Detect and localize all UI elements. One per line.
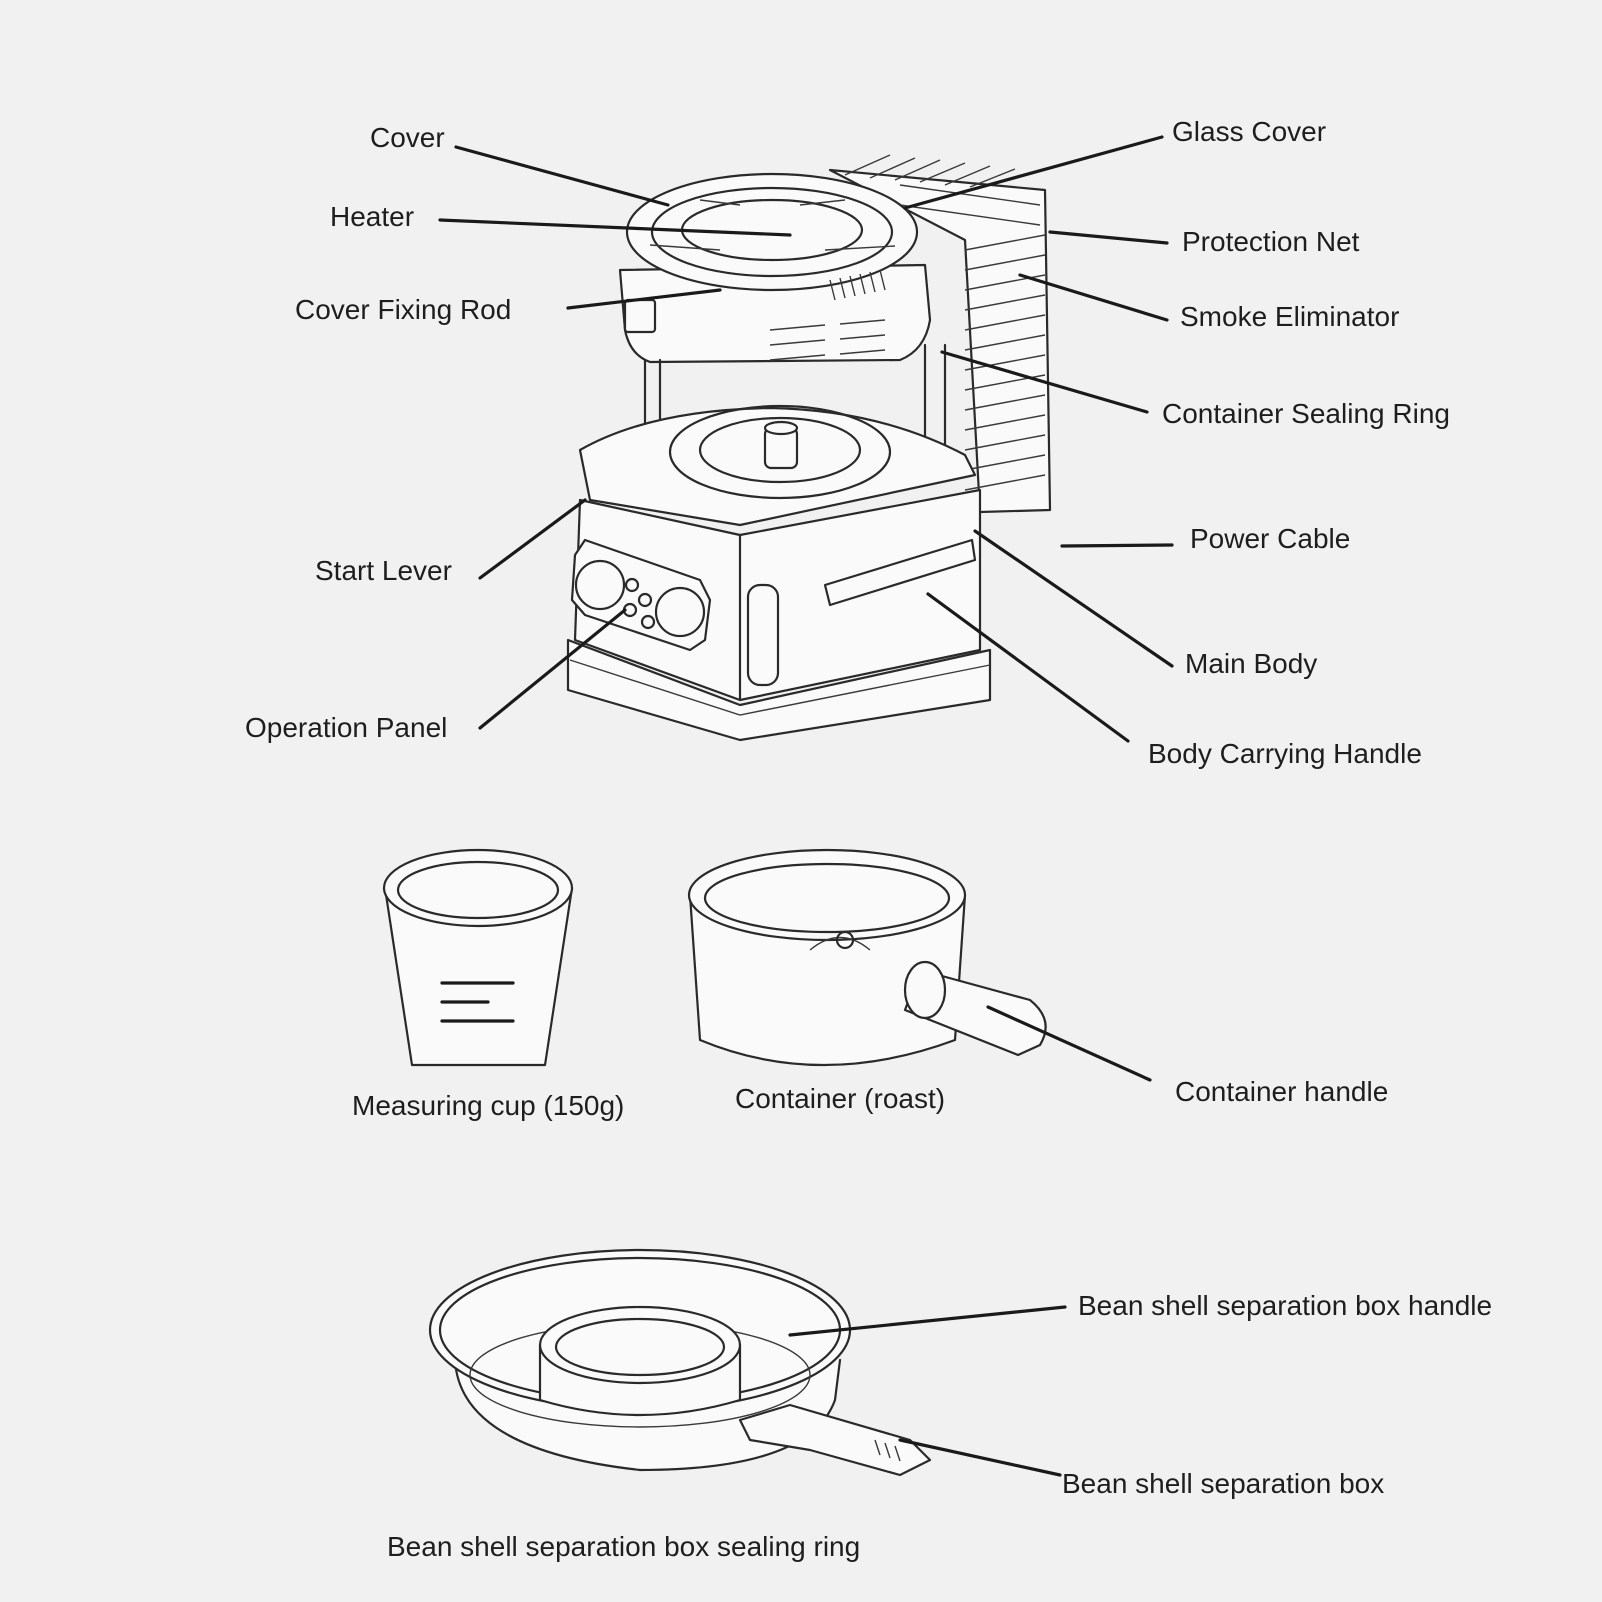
label-bean-shell-box: Bean shell separation box [1062, 1468, 1385, 1499]
label-measuring-cup: Measuring cup (150g) [352, 1090, 625, 1121]
leader-cover-fixing-rod [566, 288, 722, 310]
leader-bean-shell-box-handle [788, 1305, 1067, 1337]
cover-housing [618, 172, 932, 364]
bean-shell-box-graphic [428, 1248, 932, 1477]
leader-lines [438, 135, 1174, 1477]
leader-body-carrying-handle [926, 592, 1130, 743]
leader-power-cable [1060, 543, 1174, 548]
label-bean-shell-box-handle: Bean shell separation box handle [1078, 1290, 1493, 1321]
operation-panel-graphic [570, 538, 712, 652]
label-container-sealing-ring: Container Sealing Ring [1162, 398, 1450, 429]
label-protection-net: Protection Net [1182, 226, 1360, 257]
leader-bean-shell-box [898, 1438, 1062, 1477]
label-cover: Cover [370, 122, 445, 153]
leader-smoke-eliminator [1018, 273, 1169, 322]
label-container-handle: Container handle [1175, 1076, 1389, 1107]
label-container-roast: Container (roast) [735, 1083, 946, 1114]
label-bean-shell-box-sealing-ring: Bean shell separation box sealing ring [387, 1531, 861, 1562]
roaster-main-unit [566, 154, 1052, 742]
label-cover-fixing-rod: Cover Fixing Rod [295, 294, 512, 325]
leader-glass-cover [903, 135, 1164, 210]
leader-protection-net [1048, 230, 1169, 245]
roast-container-graphic [687, 848, 1047, 1067]
leader-heater [438, 218, 792, 237]
label-body-carrying-handle: Body Carrying Handle [1148, 738, 1422, 769]
label-glass-cover: Glass Cover [1172, 116, 1327, 147]
leader-cover [454, 145, 670, 207]
label-operation-panel: Operation Panel [245, 712, 448, 743]
label-start-lever: Start Lever [315, 555, 452, 586]
smoke-eliminator-box [828, 154, 1052, 514]
label-smoke-eliminator: Smoke Eliminator [1180, 301, 1400, 332]
main-body-shell [566, 488, 992, 742]
leader-container-sealing-ring [940, 350, 1149, 414]
label-heater: Heater [330, 201, 415, 232]
measuring-cup-graphic [382, 848, 574, 1067]
label-power-cable: Power Cable [1190, 523, 1351, 554]
leader-operation-panel [478, 608, 627, 730]
leader-container-handle [986, 1005, 1152, 1082]
label-main-body: Main Body [1185, 648, 1318, 679]
roasting-chamber [578, 404, 977, 527]
leader-start-lever [478, 498, 587, 580]
leader-main-body [973, 529, 1174, 668]
